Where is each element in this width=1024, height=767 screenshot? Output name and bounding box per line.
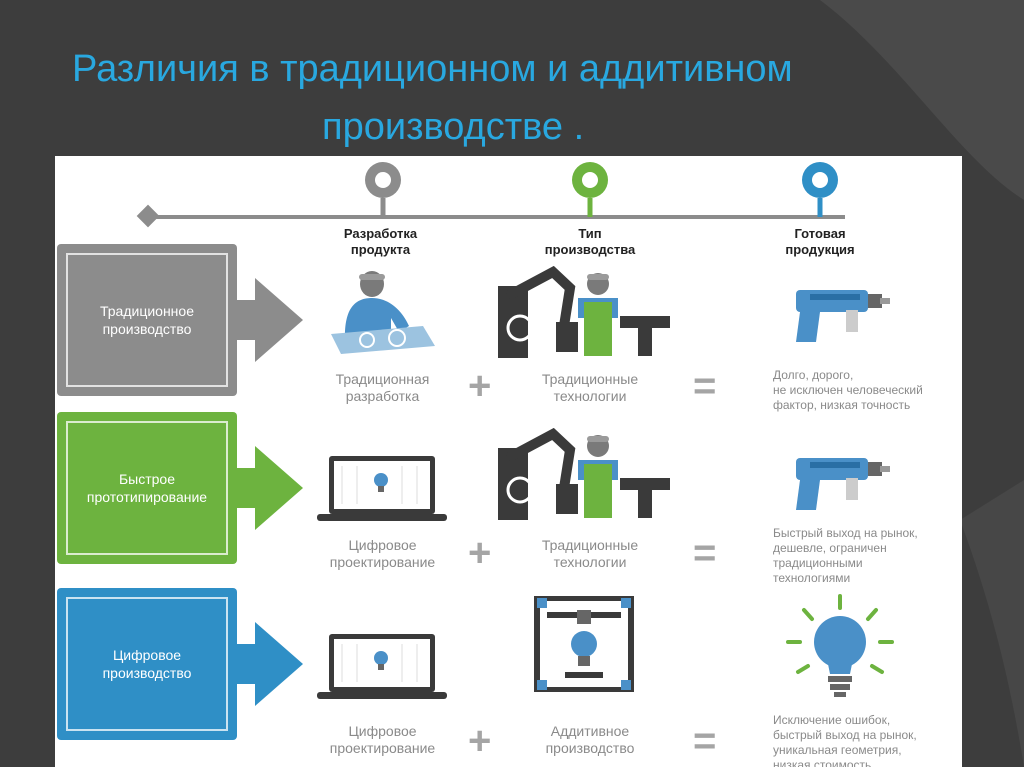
caption-development-digital: Цифровое проектирование xyxy=(310,537,455,571)
timeline-pin-blue-icon xyxy=(802,162,838,217)
result-digital-manufacturing-text: Исключение ошибок, быстрый выход на рыно… xyxy=(773,713,917,767)
column-header-development: Разработка продукта xyxy=(313,226,448,258)
result-traditional-text: Долго, дорого, не исключен человеческий … xyxy=(773,368,923,412)
drill-icon xyxy=(796,290,890,342)
column-header-finished-product: Готовая продукция xyxy=(755,226,885,258)
caption-development-digital-text: Цифровое проектирование xyxy=(329,537,436,570)
row-box-digital-manufacturing: Цифровое производство xyxy=(57,588,237,740)
caption-production-traditional-text: Традиционные технологии xyxy=(541,537,639,570)
result-digital-manufacturing: Исключение ошибок, быстрый выход на рыно… xyxy=(773,713,962,767)
3d-printer-icon xyxy=(534,596,634,692)
caption-development-digital-text: Цифровое проектирование xyxy=(329,723,436,756)
infographic-panel: Разработка продукта Тип производства Гот… xyxy=(55,156,962,767)
caption-development-traditional-text: Традиционная разработка xyxy=(335,371,430,404)
row-label-rapid-prototyping: Быстрое прототипирование xyxy=(86,471,208,505)
laptop-icon xyxy=(317,634,447,699)
caption-production-additive-text: Аддитивное производство xyxy=(545,723,635,756)
column-header-development-text: Разработка продукта xyxy=(343,226,418,257)
laptop-icon xyxy=(317,456,447,521)
row-arrow-rapid-prototyping xyxy=(235,446,303,530)
engineer-icon xyxy=(331,271,435,354)
equals-sign: = xyxy=(693,364,717,408)
column-header-production-type-text: Тип производства xyxy=(544,226,636,257)
lightbulb-icon xyxy=(786,594,894,697)
timeline xyxy=(136,162,845,228)
row-label-digital-manufacturing: Цифровое производство xyxy=(102,647,192,681)
result-rapid-prototyping-text: Быстрый выход на рынок, дешевле, огранич… xyxy=(773,526,918,585)
caption-development-digital: Цифровое проектирование xyxy=(310,723,455,757)
drill-icon xyxy=(796,458,890,510)
row-box-traditional: Традиционное производство xyxy=(57,244,237,396)
caption-production-traditional: Традиционные технологии xyxy=(515,537,665,571)
timeline-pin-green-icon xyxy=(572,162,608,217)
title-line-1: Различия в традиционном и аддитивном xyxy=(72,48,793,90)
result-rapid-prototyping: Быстрый выход на рынок, дешевле, огранич… xyxy=(773,526,962,586)
row-label-traditional: Традиционное производство xyxy=(100,303,194,337)
plus-sign: + xyxy=(468,364,492,408)
plus-sign: + xyxy=(468,531,492,575)
row-box-rapid-prototyping: Быстрое прототипирование xyxy=(57,412,237,564)
factory-worker-icon xyxy=(498,428,670,520)
caption-production-traditional: Традиционные технологии xyxy=(515,371,665,405)
row-arrow-digital-manufacturing xyxy=(235,622,303,706)
equals-sign: = xyxy=(693,531,717,575)
caption-development-traditional: Традиционная разработка xyxy=(310,371,455,405)
caption-production-additive: Аддитивное производство xyxy=(515,723,665,757)
result-traditional: Долго, дорого, не исключен человеческий … xyxy=(773,368,962,413)
title-line-2: производстве . xyxy=(322,106,585,148)
caption-production-traditional-text: Традиционные технологии xyxy=(541,371,639,404)
column-header-finished-product-text: Готовая продукция xyxy=(785,226,855,257)
equals-sign: = xyxy=(693,719,717,763)
timeline-pin-gray-icon xyxy=(365,162,401,217)
factory-worker-icon xyxy=(498,266,670,358)
slide-title: Различия в традиционном и аддитивном про… xyxy=(60,40,940,156)
plus-sign: + xyxy=(468,719,492,763)
column-header-production-type: Тип производства xyxy=(520,226,660,258)
row-arrow-traditional xyxy=(235,278,303,362)
